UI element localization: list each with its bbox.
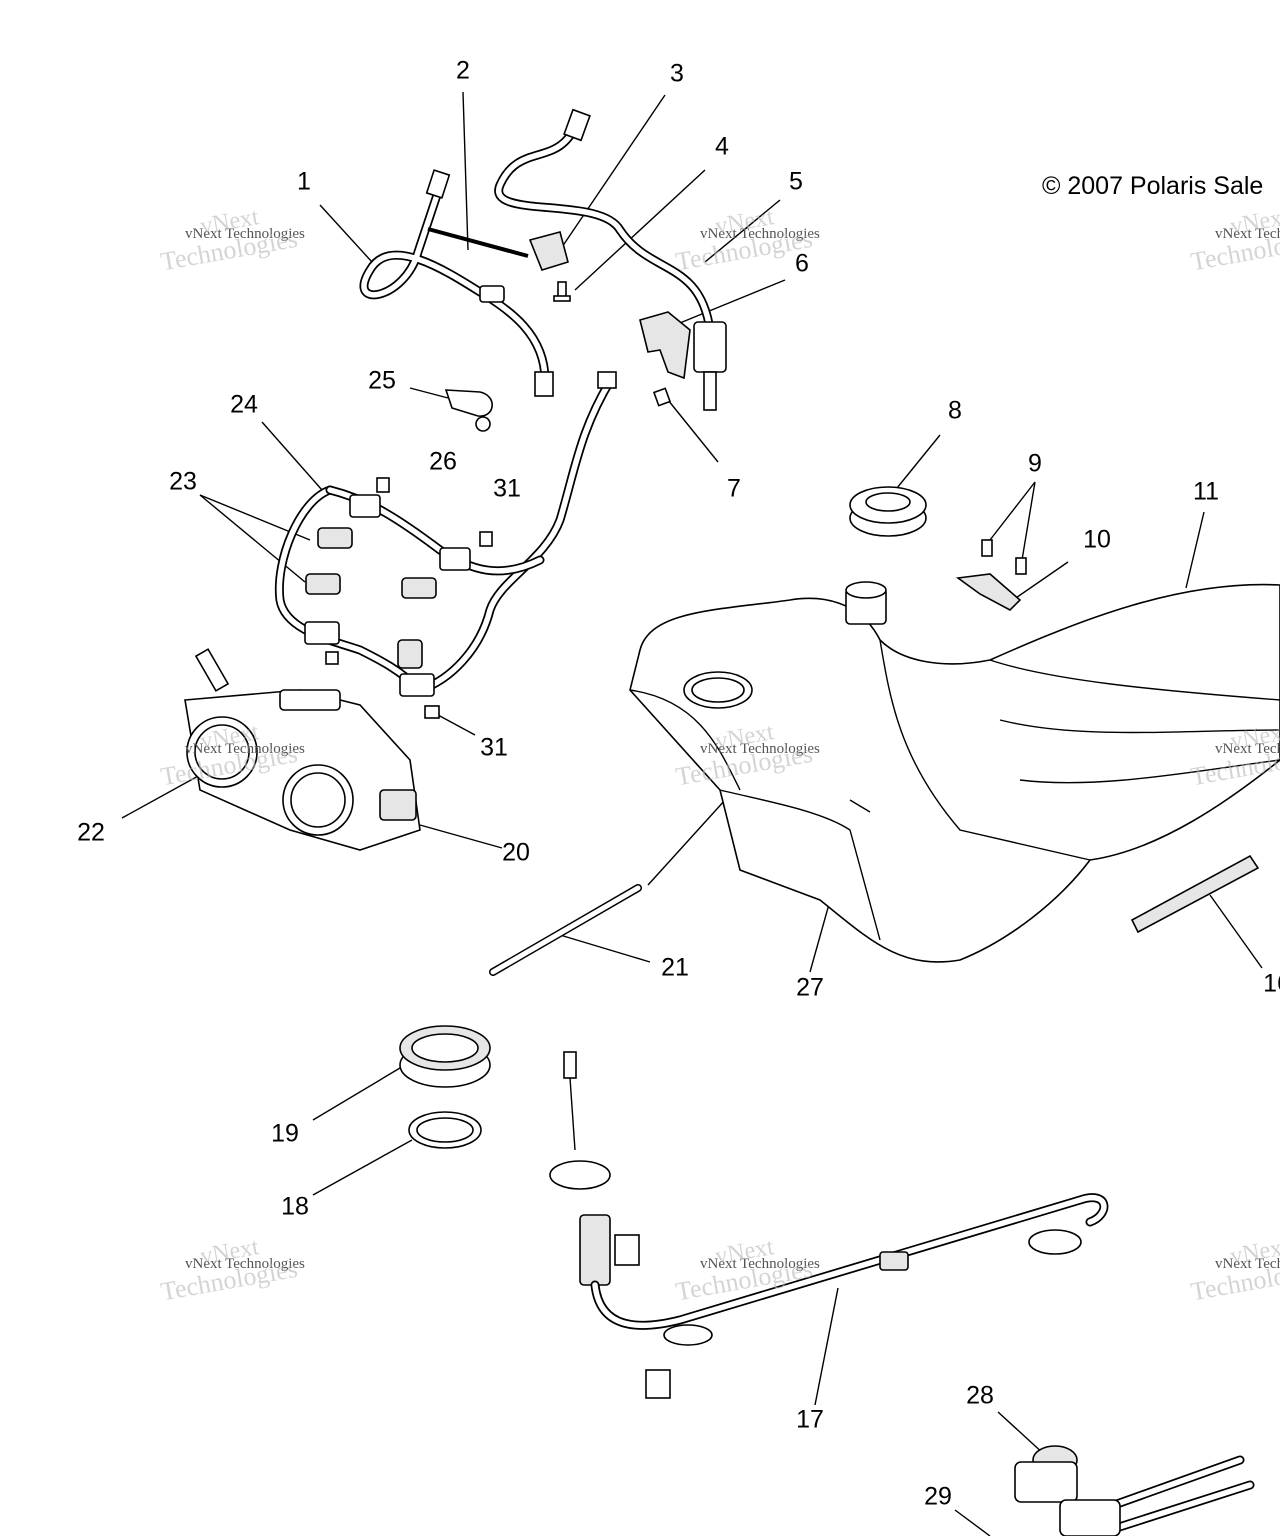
fuel-hose-3	[494, 108, 715, 335]
screw-26	[475, 416, 491, 432]
callout-27: 27	[796, 973, 824, 1002]
screws-9	[981, 539, 1027, 575]
clip-3	[528, 231, 569, 271]
callout-2: 2	[456, 56, 470, 85]
callout-28: 28	[966, 1381, 994, 1410]
callout-20: 20	[502, 838, 530, 867]
lock-ring-19	[399, 1025, 491, 1088]
bracket-10	[955, 573, 1022, 611]
callout-17: 17	[796, 1405, 824, 1434]
callout-23: 23	[169, 467, 197, 496]
callout-16: 16	[1263, 969, 1280, 998]
fuel-filter-5	[693, 321, 727, 411]
fuel-hose-1	[359, 169, 554, 397]
callout-3: 3	[670, 59, 684, 88]
callout-19: 19	[271, 1119, 299, 1148]
callout-6: 6	[795, 249, 809, 278]
sensor-20	[379, 789, 417, 821]
callout-4: 4	[715, 132, 729, 161]
callout-21: 21	[661, 953, 689, 982]
callout-25: 25	[368, 366, 396, 395]
callout-18: 18	[281, 1192, 309, 1221]
callout-5: 5	[789, 167, 803, 196]
callout-22: 22	[77, 818, 105, 847]
callout-31-lower: 31	[480, 733, 508, 762]
fuel-cap-8	[849, 486, 927, 537]
screw-7	[652, 387, 672, 407]
callout-10: 10	[1083, 525, 1111, 554]
fuel-rail-24	[274, 371, 617, 697]
callout-31-upper: 31	[493, 474, 521, 503]
pad-16	[1130, 854, 1260, 934]
callout-24: 24	[230, 390, 258, 419]
callout-1: 1	[297, 167, 311, 196]
fuel-tank-11	[629, 581, 1280, 963]
copyright-notice: © 2007 Polaris Sale	[1042, 172, 1264, 200]
injectors-23	[305, 527, 437, 669]
callout-9: 9	[1028, 449, 1042, 478]
callout-26: 26	[429, 447, 457, 476]
seal-18	[408, 1111, 482, 1149]
fuel-pump-17	[549, 1051, 1109, 1399]
callout-11: 11	[1193, 477, 1219, 506]
tie-strap-2	[427, 227, 529, 258]
callout-29: 29	[924, 1482, 952, 1511]
callout-8: 8	[948, 396, 962, 425]
screw-4	[553, 281, 571, 302]
part-28-29	[1014, 1445, 1255, 1536]
clamp-25	[444, 389, 493, 417]
screws-31	[325, 477, 493, 719]
bracket-6	[639, 311, 691, 380]
callout-7: 7	[727, 474, 741, 503]
throttle-body-22	[184, 648, 421, 851]
